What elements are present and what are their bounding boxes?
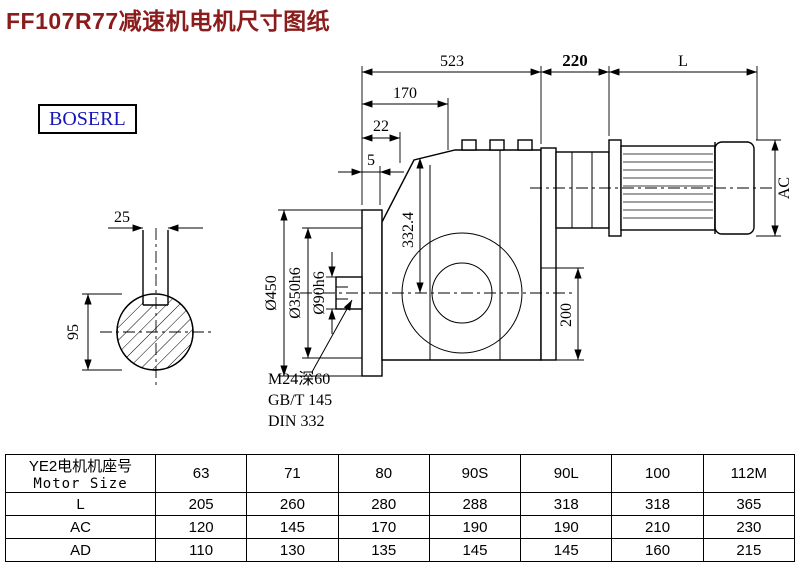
bolt — [489, 139, 505, 151]
table-cell: 170 — [337, 515, 430, 539]
dim-adapter-length: 220 — [562, 51, 588, 70]
table-row-AC: AC 120 145 170 190 190 210 230 — [5, 515, 796, 539]
table-cell: 280 — [337, 492, 430, 516]
header-motor-size-cn: YE2电机机座号 — [28, 458, 133, 475]
dim-center-height: 332.4 — [400, 212, 417, 248]
col-header-size: 90S — [428, 454, 522, 493]
table-cell: 365 — [702, 492, 796, 516]
table-cell: 318 — [611, 492, 704, 516]
table-cell: 215 — [702, 538, 796, 562]
row-label: AC — [5, 515, 156, 539]
col-header-size: 71 — [246, 454, 339, 493]
gearbox-assembly — [300, 139, 772, 377]
dim-motor-height: AC — [776, 177, 793, 199]
table-cell: 230 — [702, 515, 796, 539]
note-din-standard: DIN 332 — [268, 413, 324, 430]
table-cell: 145 — [520, 538, 613, 562]
dim-step2: 22 — [373, 118, 389, 135]
extension-lines — [278, 66, 781, 377]
note-gbt-standard: GB/T 145 — [268, 392, 332, 409]
technical-drawing: 25 95 — [65, 51, 793, 430]
table-row-L: L 205 260 280 288 318 318 365 — [5, 492, 796, 516]
table-cell: 205 — [154, 492, 248, 516]
dim-gearbox-length: 523 — [440, 53, 464, 70]
row-label: AD — [5, 538, 156, 562]
col-header-size: 112M — [702, 454, 796, 493]
table-cell: 288 — [428, 492, 522, 516]
table-cell: 135 — [337, 538, 430, 562]
dim-spigot: Ø350h6 — [287, 267, 304, 319]
table-header-row: YE2电机机座号 Motor Size 63 71 80 90S 90L 100… — [5, 454, 796, 493]
table-cell: 120 — [154, 515, 248, 539]
dim-step1: 170 — [393, 85, 417, 102]
page-title: FF107R77减速机电机尺寸图纸 — [6, 8, 331, 34]
boserl-logo: BOSERL — [38, 104, 137, 134]
col-header-size: 90L — [520, 454, 613, 493]
table-cell: 110 — [154, 538, 248, 562]
dim-step3: 5 — [367, 152, 375, 169]
table-cell: 260 — [246, 492, 339, 516]
table-cell: 145 — [428, 538, 522, 562]
adapter-plate — [540, 147, 557, 361]
col-header-size: 80 — [337, 454, 430, 493]
row-label: L — [5, 492, 156, 516]
table-cell: 190 — [520, 515, 613, 539]
header-motor-size-en: Motor Size — [33, 476, 128, 492]
adapter-bell — [555, 151, 610, 229]
bolt — [461, 139, 477, 151]
dim-motor-length: L — [678, 53, 688, 70]
table-cell: 130 — [246, 538, 339, 562]
table-row-AD: AD 110 130 135 145 145 160 215 — [5, 538, 796, 562]
note-tap-hole: M24深60 — [268, 370, 330, 388]
table-cell: 318 — [520, 492, 613, 516]
table-cell: 210 — [611, 515, 704, 539]
end-view-dimension-lines — [82, 224, 203, 371]
shaft-end-view — [100, 228, 212, 386]
header-motor-size: YE2电机机座号 Motor Size — [5, 454, 156, 493]
dim-shaft-diameter: 95 — [65, 324, 82, 340]
col-header-size: 100 — [611, 454, 704, 493]
dim-shaft: Ø90h6 — [311, 271, 328, 315]
motor-fins — [623, 153, 713, 219]
dim-key-width: 25 — [114, 209, 130, 226]
dim-lower-height: 200 — [558, 303, 575, 327]
dimension-lines — [280, 68, 779, 376]
bolt — [517, 139, 533, 151]
table-cell: 145 — [246, 515, 339, 539]
col-header-size: 63 — [154, 454, 248, 493]
motor-size-table: YE2电机机座号 Motor Size 63 71 80 90S 90L 100… — [5, 454, 796, 562]
dim-flange-od: Ø450 — [263, 275, 280, 311]
table-cell: 160 — [611, 538, 704, 562]
table-cell: 190 — [428, 515, 522, 539]
